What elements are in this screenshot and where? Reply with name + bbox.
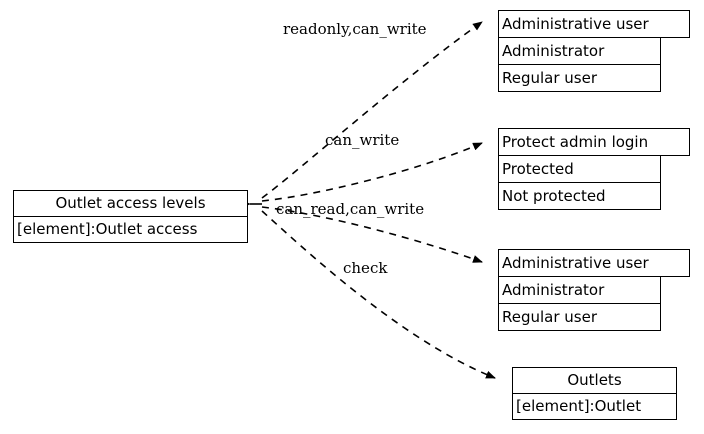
edge-readonly-can-write bbox=[261, 21, 483, 199]
node-protect-admin-login[interactable]: Protect admin login Protected Not protec… bbox=[498, 128, 690, 210]
node-row-not-protected: Not protected bbox=[498, 182, 661, 210]
node-title: Protect admin login bbox=[498, 128, 690, 156]
node-title: Administrative user bbox=[498, 10, 690, 38]
node-outlets[interactable]: Outlets [element]:Outlet bbox=[512, 367, 677, 420]
node-title: Outlets bbox=[512, 367, 677, 394]
edge-can-write bbox=[261, 142, 483, 202]
node-row-regular-user: Regular user bbox=[498, 303, 661, 331]
node-body-row: [element]:Outlet access bbox=[13, 216, 248, 243]
node-outlet-access-levels[interactable]: Outlet access levels [element]:Outlet ac… bbox=[13, 190, 248, 243]
node-body-row: [element]:Outlet bbox=[512, 393, 677, 420]
edge-label-readonly-can-write: readonly,can_write bbox=[283, 20, 427, 38]
edge-label-check: check bbox=[343, 259, 388, 277]
edge-check bbox=[261, 210, 496, 379]
node-row-regular-user: Regular user bbox=[498, 64, 661, 92]
node-administrative-user-2[interactable]: Administrative user Administrator Regula… bbox=[498, 249, 690, 331]
node-row-administrator: Administrator bbox=[498, 37, 661, 65]
node-title: Outlet access levels bbox=[13, 190, 248, 217]
edge-label-can-read-can-write: can_read,can_write bbox=[276, 200, 425, 218]
node-administrative-user-1[interactable]: Administrative user Administrator Regula… bbox=[498, 10, 690, 92]
node-row-administrator: Administrator bbox=[498, 276, 661, 304]
edge-label-can-write: can_write bbox=[325, 131, 400, 149]
node-title: Administrative user bbox=[498, 249, 690, 277]
node-row-protected: Protected bbox=[498, 155, 661, 183]
